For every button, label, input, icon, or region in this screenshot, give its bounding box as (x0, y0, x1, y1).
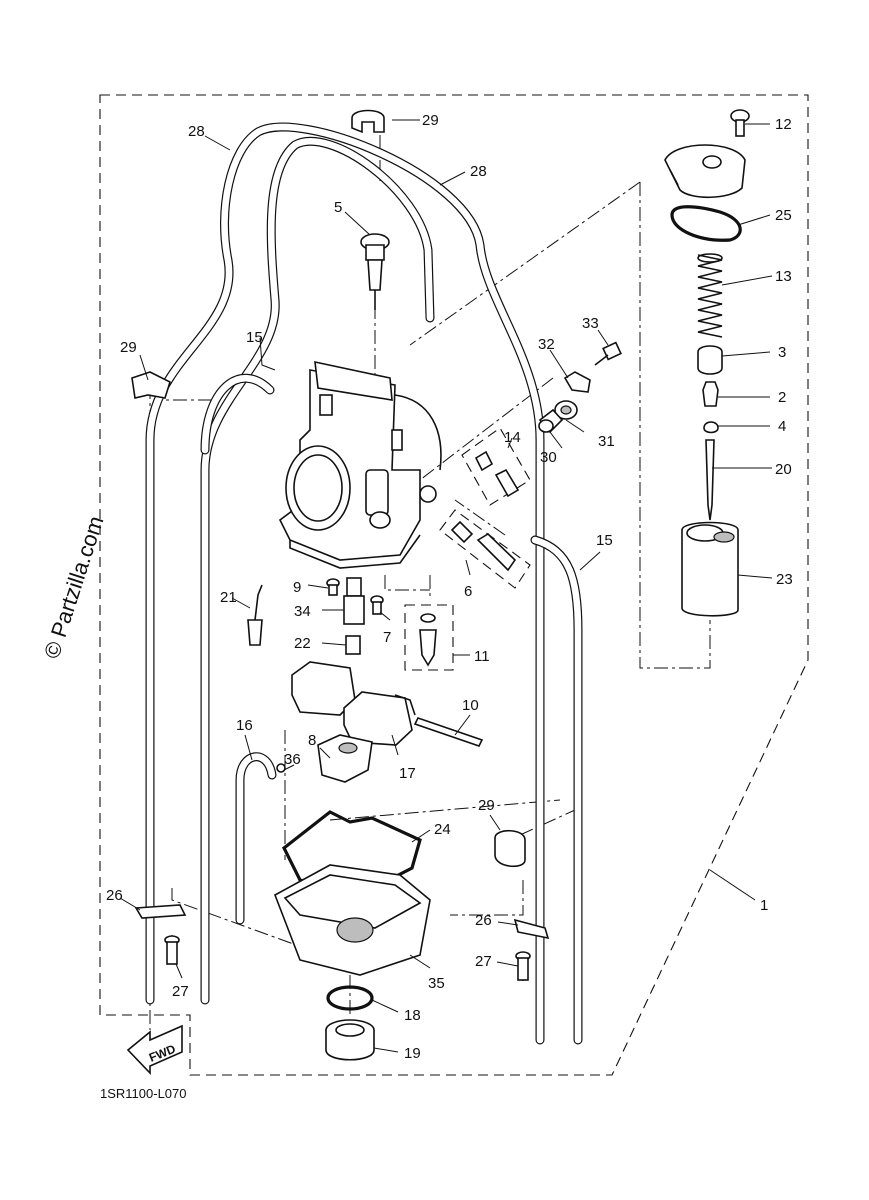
callout-26-left: 26 (106, 887, 123, 904)
needle-holder-2 (702, 381, 719, 407)
callout-34: 34 (294, 603, 311, 620)
callout-8: 8 (308, 732, 316, 749)
plate-26-right (513, 918, 550, 940)
callout-28-right: 28 (470, 163, 487, 180)
callout-12: 12 (775, 116, 792, 133)
spring-13 (697, 253, 723, 338)
kit-14-parts (474, 450, 520, 498)
pilot-jet-22 (345, 635, 361, 655)
clamp-36 (276, 763, 286, 773)
cap-30 (538, 408, 564, 434)
cap-31 (554, 400, 578, 420)
callout-24: 24 (434, 821, 451, 838)
callout-9: 9 (293, 579, 301, 596)
screw-9 (326, 578, 340, 596)
callout-14: 14 (504, 429, 521, 446)
callout-21: 21 (220, 589, 237, 606)
callout-29-right: 29 (478, 797, 495, 814)
hose-clamp-29-left (131, 371, 171, 399)
carburetor-body (278, 360, 442, 569)
callout-17: 17 (399, 765, 416, 782)
callout-30: 30 (540, 449, 557, 466)
screw-27-left (164, 935, 180, 965)
sensor-21 (247, 584, 263, 646)
watermark: © Partzilla.com (39, 513, 109, 662)
top-cover (664, 144, 746, 199)
callout-20: 20 (775, 461, 792, 478)
callout-11: 11 (474, 648, 490, 665)
screw-12 (730, 109, 750, 137)
callout-23: 23 (776, 571, 793, 588)
drain-plug-19 (325, 1019, 375, 1061)
callout-13: 13 (775, 268, 792, 285)
plate-26-left (134, 904, 187, 919)
callout-18: 18 (404, 1007, 421, 1024)
clip-4 (703, 421, 719, 434)
callout-4: 4 (778, 418, 786, 435)
callout-6: 6 (464, 583, 472, 600)
throttle-stop-screw-5 (360, 233, 390, 310)
vent-hose-15-right (530, 535, 583, 1045)
callout-32: 32 (538, 336, 555, 353)
kit-6-box (439, 509, 531, 589)
callout-15-right: 15 (596, 532, 613, 549)
callout-15-left: 15 (246, 329, 263, 346)
callout-19: 19 (404, 1045, 421, 1062)
callout-2: 2 (778, 389, 786, 406)
vent-hose-28 (145, 122, 545, 1045)
kit-11-box (404, 604, 454, 671)
needle-jet-34 (343, 577, 365, 625)
callout-29-left: 29 (120, 339, 137, 356)
seat-8 (317, 734, 373, 783)
float-chamber-35 (274, 864, 431, 976)
diagram-code: 1SR1100-L070 (100, 1086, 187, 1101)
vent-hose-15-left (200, 373, 275, 455)
callout-22: 22 (294, 635, 311, 652)
callout-33: 33 (582, 315, 599, 332)
callout-35: 35 (428, 975, 445, 992)
callout-1: 1 (760, 897, 768, 914)
callout-25: 25 (775, 207, 792, 224)
kit-6-parts (450, 520, 517, 572)
callout-36: 36 (284, 751, 301, 768)
hose-clamp-29-top (351, 109, 385, 134)
screw-27-right (515, 951, 531, 981)
callout-10: 10 (462, 697, 479, 714)
kit-11-parts (419, 613, 437, 667)
callout-29-top: 29 (422, 112, 439, 129)
assembly-boundary (99, 94, 809, 1076)
holder-3 (697, 345, 723, 375)
jet-needle-20 (705, 439, 715, 521)
callout-28-left: 28 (188, 123, 205, 140)
callout-16: 16 (236, 717, 253, 734)
screw-7 (370, 595, 384, 615)
callout-labels: 1 2 3 4 5 6 7 8 9 10 11 12 13 14 15 15 1… (106, 112, 793, 1062)
callout-7: 7 (383, 629, 391, 646)
callout-3: 3 (778, 344, 786, 361)
float-pin-10 (413, 717, 484, 747)
callout-leaders (119, 119, 773, 1053)
callout-31: 31 (598, 433, 615, 450)
callout-27-right: 27 (475, 953, 492, 970)
callout-27-left: 27 (172, 983, 189, 1000)
throttle-valve-23 (681, 521, 739, 617)
plate-32 (563, 371, 591, 393)
hose-clamp-29-right (494, 829, 526, 868)
o-ring-18 (326, 985, 374, 1011)
screw-33 (594, 341, 622, 366)
callout-5: 5 (334, 199, 342, 216)
o-ring-25 (670, 205, 742, 242)
float-17 (291, 661, 416, 746)
callout-26-right: 26 (475, 912, 492, 929)
overflow-hose-16 (235, 752, 277, 925)
fwd-arrow: FWD (126, 1024, 183, 1075)
